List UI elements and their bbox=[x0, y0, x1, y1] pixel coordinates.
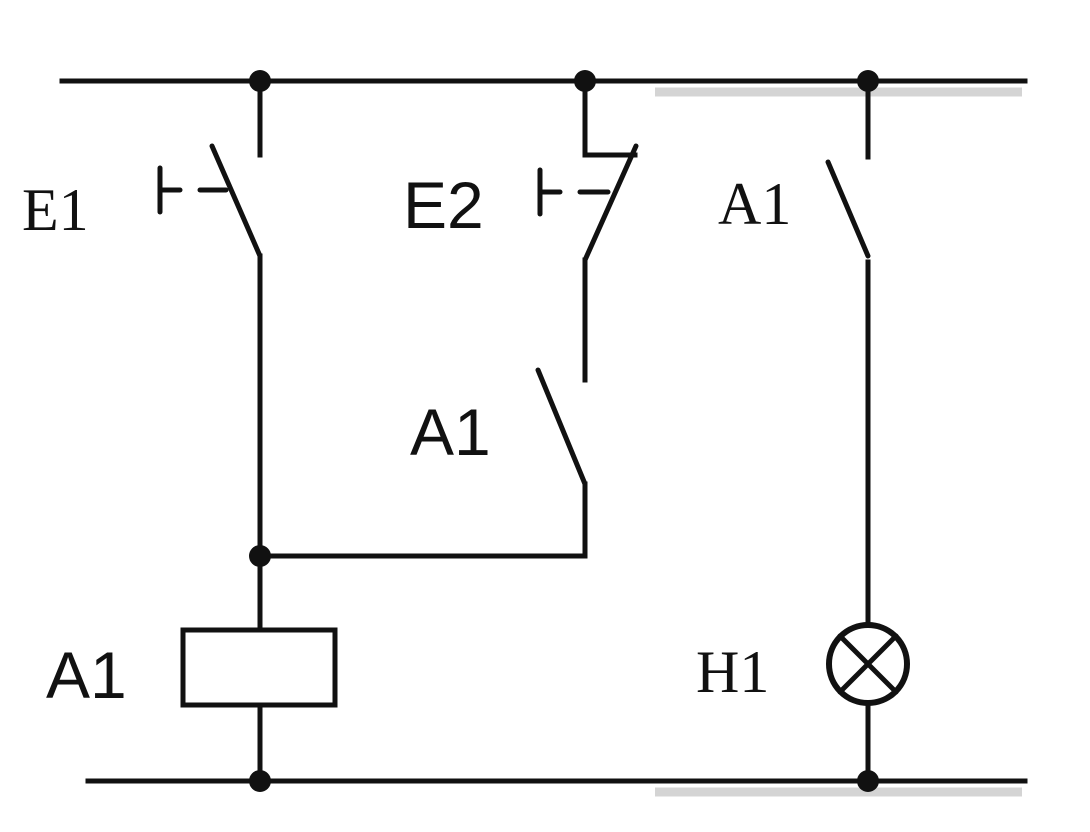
a1-hold-contact bbox=[257, 367, 588, 559]
a1-coil-label: A1 bbox=[46, 638, 127, 712]
h1-label: H1 bbox=[696, 639, 769, 705]
e1-pushbutton bbox=[157, 78, 263, 633]
h1-lamp-icon bbox=[826, 622, 910, 706]
a1-contact-label: A1 bbox=[718, 171, 791, 237]
a1-coil bbox=[180, 627, 338, 708]
e1-label: E1 bbox=[22, 177, 89, 243]
e2-label: E2 bbox=[403, 168, 484, 242]
e2-pushbutton bbox=[537, 78, 639, 383]
a1-hold-label: A1 bbox=[410, 395, 491, 469]
a1-lamp-contact bbox=[825, 78, 871, 627]
